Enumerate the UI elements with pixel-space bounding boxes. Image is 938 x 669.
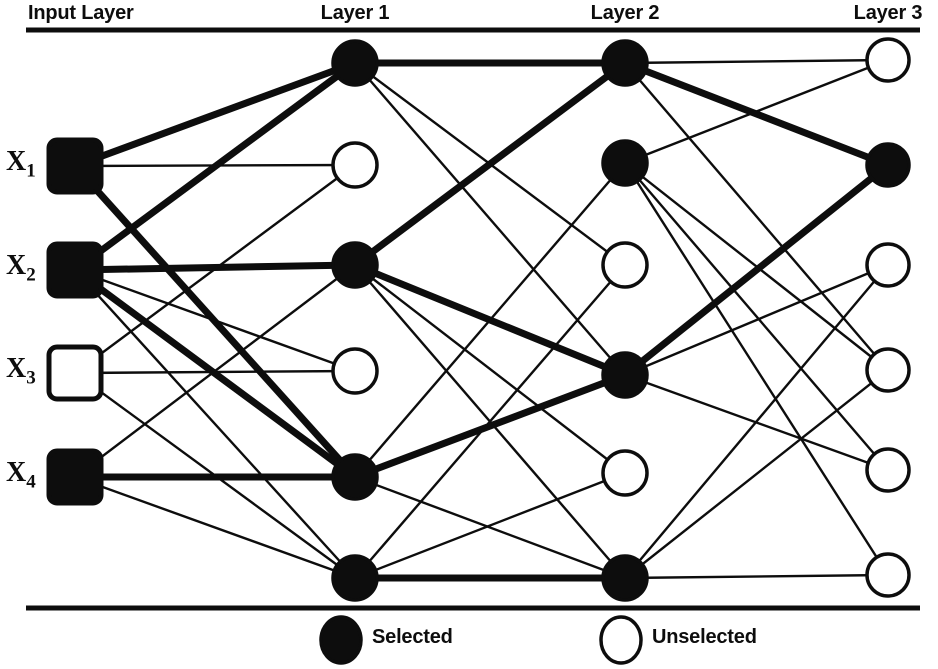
input-label-base: X — [6, 146, 27, 177]
input-label-x4: X4 — [6, 457, 36, 494]
input-label-x2: X2 — [6, 250, 36, 287]
edge-x2-l1n6 — [74, 269, 356, 579]
neuron-l3n4[interactable] — [865, 347, 911, 393]
layer-header-3: Layer 3 — [853, 2, 923, 24]
edge-l2n6-l3n3 — [624, 264, 889, 579]
edge-l2n4-l3n3 — [624, 263, 889, 377]
neuron-l1n5[interactable] — [331, 453, 379, 501]
input-label-x3: X3 — [6, 353, 36, 390]
input-label-subscript: 4 — [26, 471, 36, 493]
input-label-base: X — [6, 250, 27, 281]
edge-l2n2-l3n1 — [624, 58, 889, 165]
edge-l2n6-l3n6 — [624, 573, 889, 580]
edge-x2-l1n4 — [74, 268, 356, 373]
edge-l2n1-l3n4 — [624, 62, 889, 371]
edge-l1n5-l2n4 — [353, 371, 627, 481]
neuron-l2n4[interactable] — [601, 351, 649, 399]
edge-x2-l1n3 — [74, 261, 356, 274]
neuron-l3n5[interactable] — [865, 447, 911, 493]
neuron-l1n2[interactable] — [331, 141, 379, 189]
neuron-l2n3[interactable] — [601, 241, 649, 289]
neuron-l3n6[interactable] — [865, 552, 911, 598]
neuron-l2n6[interactable] — [601, 554, 649, 602]
edge-l1n3-l2n5 — [354, 264, 626, 474]
edge-l1n5-l2n2 — [354, 162, 626, 478]
neuron-l3n1[interactable] — [865, 37, 911, 83]
input-label-base: X — [6, 457, 27, 488]
edges-group — [72, 58, 891, 582]
input-label-x1: X1 — [6, 146, 36, 183]
edge-l2n4-l3n2 — [622, 162, 891, 378]
layer-header-2: Layer 2 — [590, 2, 660, 24]
neuron-l2n5[interactable] — [601, 449, 649, 497]
nodes-group — [46, 37, 911, 602]
edge-x4-l1n6 — [74, 475, 356, 580]
neuron-l1n3[interactable] — [331, 241, 379, 289]
neuron-l1n6[interactable] — [331, 554, 379, 602]
edge-l1n3-l2n1 — [352, 60, 628, 268]
input-label-subscript: 2 — [26, 264, 36, 286]
input-node-x1[interactable] — [46, 137, 104, 195]
horizontal-rules — [26, 27, 920, 611]
edge-x2-l1n5 — [72, 267, 358, 480]
neuron-l3n3[interactable] — [865, 242, 911, 288]
neuron-l1n1[interactable] — [331, 39, 379, 87]
edge-l1n1-l2n4 — [354, 62, 626, 376]
edge-l1n6-l2n3 — [354, 264, 626, 579]
edge-x3-l1n2 — [74, 164, 356, 374]
edge-l2n1-l3n1 — [624, 58, 889, 65]
edge-l2n6-l3n4 — [624, 369, 889, 579]
legend-markers — [319, 615, 643, 665]
input-node-x3[interactable] — [46, 344, 104, 402]
layer-header-1: Layer 1 — [320, 2, 390, 24]
legend-unselected-label: Unselected — [652, 626, 757, 648]
edge-l2n2-l3n5 — [624, 162, 889, 471]
edge-x1-l1n1 — [73, 59, 357, 170]
neuron-l2n2[interactable] — [601, 139, 649, 187]
layer-header-0: Input Layer — [28, 2, 134, 24]
input-node-x4[interactable] — [46, 448, 104, 506]
edge-l2n2-l3n6 — [623, 162, 890, 576]
legend-marker-selected — [319, 615, 363, 665]
neuron-l1n4[interactable] — [331, 347, 379, 395]
edge-l1n5-l2n6 — [354, 475, 626, 580]
edge-x4-l1n3 — [74, 264, 356, 478]
input-label-subscript: 1 — [26, 160, 36, 182]
edge-x2-l1n1 — [72, 60, 358, 273]
edge-l1n6-l2n5 — [354, 471, 626, 580]
legend-marker-unselected — [599, 615, 643, 665]
neuron-l3n2[interactable] — [865, 142, 911, 188]
input-label-base: X — [6, 353, 27, 384]
legend-selected-label: Selected — [372, 626, 453, 648]
input-node-x2[interactable] — [46, 241, 104, 299]
edge-l2n1-l3n2 — [623, 59, 890, 169]
neuron-l2n1[interactable] — [601, 39, 649, 87]
input-label-subscript: 3 — [26, 367, 36, 389]
